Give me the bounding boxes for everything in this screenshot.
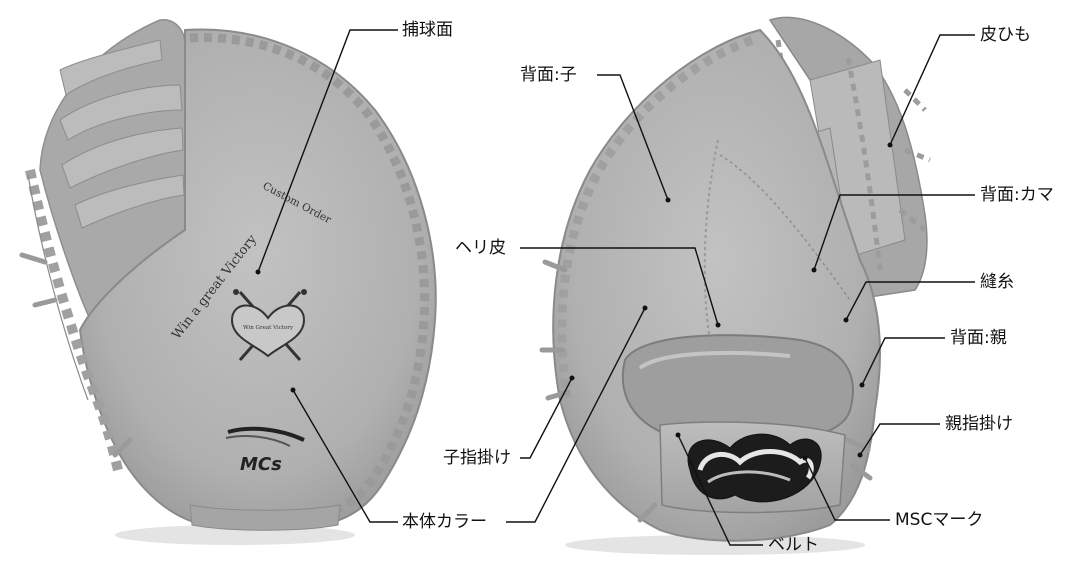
point-belt	[676, 433, 681, 438]
point-haimen-ko	[666, 198, 671, 203]
label-nuiito: 縫糸	[980, 272, 1014, 292]
point-oyayubi-kake	[858, 453, 863, 458]
label-oyayubi-kake: 親指掛け	[945, 414, 1013, 434]
label-honai-color: 本体カラー	[402, 512, 487, 532]
point-haimen-kama	[812, 268, 817, 273]
label-haimen-oya: 背面:親	[950, 328, 1007, 348]
brand-logo-text: MCs	[240, 454, 282, 475]
point-herikawa	[716, 323, 721, 328]
point-msc-mark	[803, 456, 808, 461]
point-haimen-oya	[860, 383, 865, 388]
bat-knob	[233, 289, 239, 295]
label-herikawa: ヘリ皮	[455, 238, 506, 258]
label-msc-mark: MSCマーク	[895, 510, 983, 530]
label-hokyumen: 捕球面	[402, 20, 453, 40]
heart-badge-text: Win Great Victory	[243, 325, 294, 331]
point-honai-color	[291, 388, 296, 393]
label-haimen-kama: 背面:カマ	[980, 185, 1054, 205]
point-hokyumen	[256, 270, 261, 275]
label-kawahimo: 皮ひも	[980, 25, 1031, 45]
label-haimen-ko: 背面:子	[520, 65, 577, 85]
bat-knob	[301, 289, 307, 295]
label-belt: ベルト	[768, 535, 819, 555]
label-koyubi-kake: 子指掛け	[443, 448, 511, 468]
point-kawahimo	[888, 143, 893, 148]
point-nuiito	[844, 318, 849, 323]
left-glove-palm: Win a great Victory Custom Order Win Gre…	[22, 20, 436, 545]
right-glove-back	[542, 17, 930, 555]
point-honai-color-right	[643, 306, 648, 311]
point-koyubi-kake	[570, 376, 575, 381]
